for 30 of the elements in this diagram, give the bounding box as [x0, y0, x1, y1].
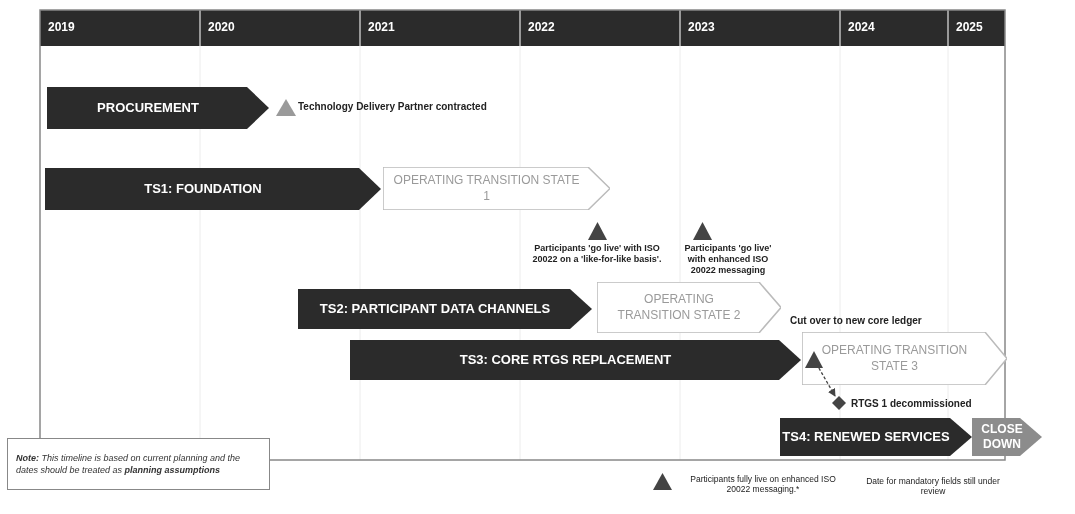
year-label: 2022 [528, 20, 555, 34]
milestone-label: Participants 'go live' with ISO 20022 on a 'like-for-like basis'. [531, 243, 663, 265]
year-label: 2023 [688, 20, 715, 34]
milestone-label: RTGS 1 decommissioned [851, 398, 973, 410]
milestone-triangle [276, 99, 296, 116]
phase-bar: PROCUREMENT [47, 87, 269, 129]
year-label: 2019 [48, 20, 75, 34]
legend-text: Participants fully live on enhanced ISO 20022 messaging.* [689, 474, 837, 495]
phase-bar: TS4: RENEWED SERVICES [780, 418, 972, 456]
year-label: 2024 [848, 20, 875, 34]
phase-bar: CLOSE DOWN [972, 418, 1042, 456]
transition-state-bar: OPERATING TRANSITION STATE 3 [802, 332, 1007, 385]
phase-bar: TS1: FOUNDATION [45, 168, 381, 210]
milestone-triangle [588, 222, 607, 240]
year-label: 2020 [208, 20, 235, 34]
milestone-label: Participants 'go live' with enhanced ISO 20022 messaging [683, 243, 773, 276]
year-label: 2021 [368, 20, 395, 34]
annotation-text: Cut over to new core ledger [790, 315, 922, 327]
phase-bar: TS2: PARTICIPANT DATA CHANNELS [298, 289, 592, 329]
year-label: 2025 [956, 20, 983, 34]
milestone-triangle [805, 351, 823, 368]
note-box: Note: This timeline is based on current planning and the dates should be treated as planning assumptions [7, 438, 270, 490]
transition-state-bar: OPERATING TRANSITION STATE 2 [597, 282, 781, 333]
footnote-text: Date for mandatory fields still under review [865, 476, 1001, 497]
milestone-label: Technology Delivery Partner contracted [298, 101, 488, 113]
transition-state-bar: OPERATING TRANSITION STATE 1 [383, 167, 610, 210]
dashed-arrow [818, 367, 836, 397]
phase-bar: TS3: CORE RTGS REPLACEMENT [350, 340, 801, 380]
milestone-diamond [832, 396, 846, 410]
milestone-triangle [693, 222, 712, 240]
